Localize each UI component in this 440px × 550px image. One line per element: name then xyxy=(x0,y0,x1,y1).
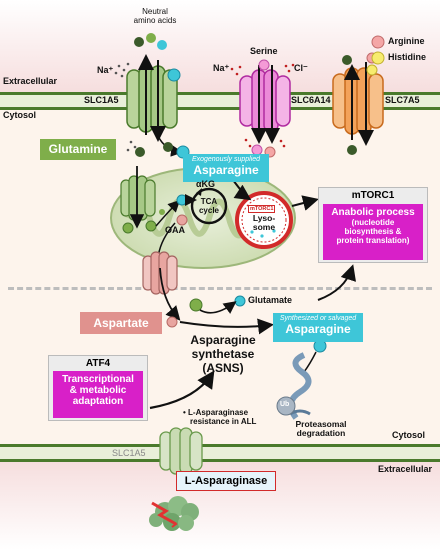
amino-acid-dot xyxy=(134,37,144,47)
proteasome-complex xyxy=(276,352,312,420)
lysosome xyxy=(235,191,293,249)
l-asparaginase-enzyme xyxy=(149,496,199,531)
tca-cycle-circle xyxy=(190,187,228,225)
slc7a5-transporter xyxy=(332,67,384,135)
cytosol-bottom-label: Cytosol xyxy=(392,430,426,440)
slc6a14-transporter xyxy=(239,69,291,133)
slc1a5-bottom-transporter xyxy=(159,427,203,475)
atf4-box: ATF4 Transcriptional & metabolic adaptat… xyxy=(48,355,148,421)
cytosol-top-label: Cytosol xyxy=(3,110,37,120)
lysosome-label: Lyso- some xyxy=(252,213,276,233)
l-asparaginase-box: L-Asparaginase xyxy=(176,471,276,491)
slc6a14-label: SLC6A14 xyxy=(291,95,331,105)
amino-acid-dot xyxy=(167,68,181,82)
glutamine-box: Glutamine xyxy=(40,139,116,160)
serine-label: Serine xyxy=(250,46,278,56)
proteasomal-degradation-label: Proteasomal degradation xyxy=(295,419,347,439)
extracellular-bottom-label: Extracellular xyxy=(378,464,433,474)
dashed-divider xyxy=(8,287,432,290)
mito-glutamine-transporter xyxy=(120,175,156,221)
na-left-label: Na⁺ xyxy=(97,65,114,75)
arginine-legend-dot xyxy=(371,35,385,49)
amino-acid-dot xyxy=(157,40,167,50)
aspartate-box: Aspartate xyxy=(80,312,162,334)
oaa-label: OAA xyxy=(165,225,185,235)
akg-label: αKG xyxy=(196,179,216,189)
synthesized-asparagine-box: Synthesized or salvaged Asparagine xyxy=(273,313,363,342)
cl-label: Cl⁻ xyxy=(294,63,308,73)
top-membrane xyxy=(0,92,440,110)
amino-acid-dot xyxy=(146,33,156,43)
na-dots-left xyxy=(114,62,130,78)
histidine-legend-label: Histidine xyxy=(388,52,427,62)
asns-label: Asparagine synthetase (ASNS) xyxy=(190,333,256,375)
mtorc1-box: mTORC1 Anabolic process (nucleotide bios… xyxy=(318,187,428,263)
slc1a5-top-label: SLC1A5 xyxy=(84,95,119,105)
na-mid-label: Na⁺ xyxy=(213,63,230,73)
neutral-amino-acids-label: Neutral amino acids xyxy=(133,7,177,25)
ubiquitin-label: Ub xyxy=(280,401,290,408)
glutamate-label: Glutamate xyxy=(248,295,293,305)
slc7a5-label: SLC7A5 xyxy=(385,95,420,105)
tca-cycle-label: TCA cycle xyxy=(198,197,220,215)
lysosome-mtorc1-tag: mTORC1 xyxy=(248,205,276,214)
slc1a5-bottom-label: SLC1A5 xyxy=(112,448,146,458)
extracellular-top-label: Extracellular xyxy=(3,76,58,86)
bottom-membrane xyxy=(0,444,440,462)
arginine-legend-label: Arginine xyxy=(388,36,425,46)
serine-dot xyxy=(258,59,270,71)
resistance-note: • L-Asparaginase resistance in ALL xyxy=(183,408,257,426)
exogenous-asparagine-box: Exogenously supplied Asparagine xyxy=(183,154,269,182)
oaa-dot xyxy=(176,214,188,226)
mito-aspartate-transporter xyxy=(142,251,178,295)
histidine-legend-dot xyxy=(371,51,385,65)
